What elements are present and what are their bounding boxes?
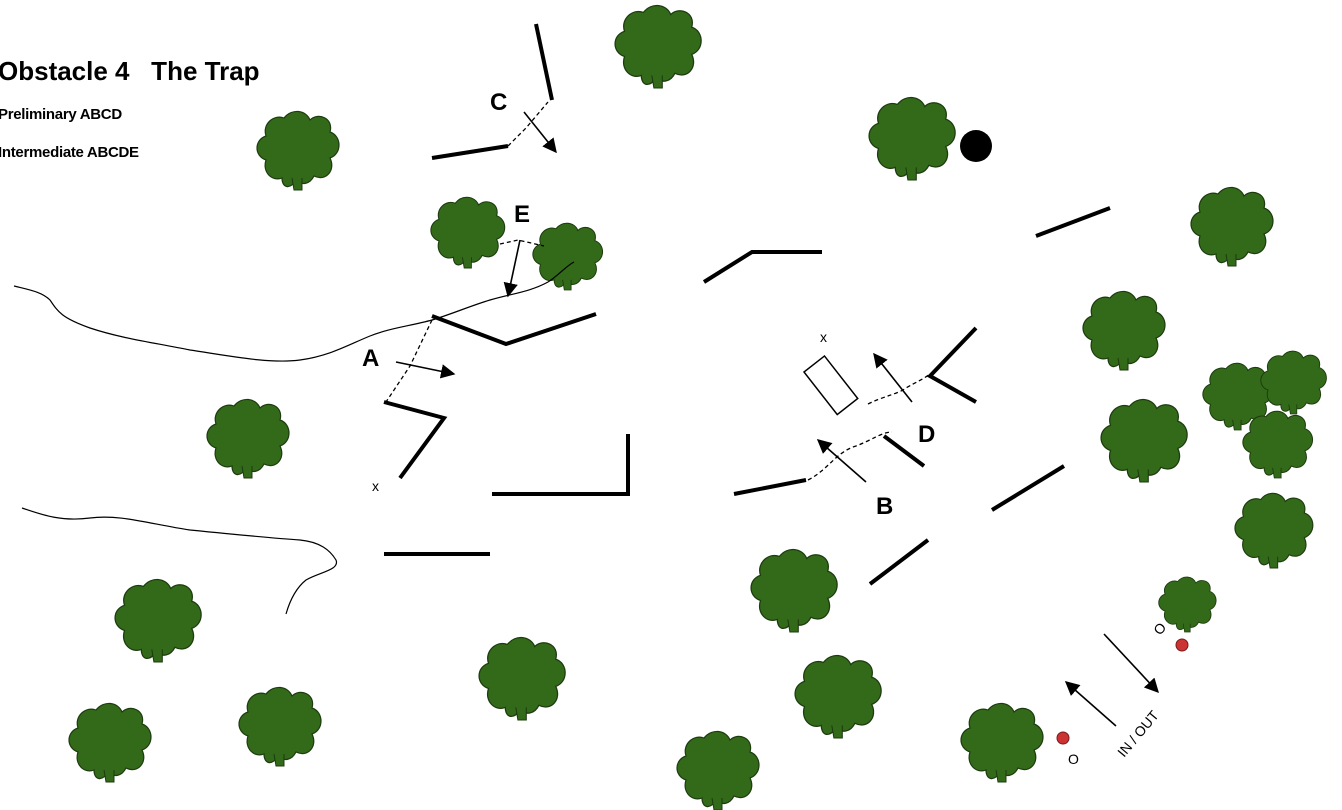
tree-icon [68,702,152,783]
tree-icon [1158,576,1217,633]
start-marker-a: x [372,478,379,494]
tree-icon [868,96,956,181]
level-preliminary: Preliminary ABCD [0,106,122,123]
level-intermediate: Intermediate ABCDE [0,144,139,161]
flag-marker-in: O [1068,751,1079,767]
trees [68,4,1327,810]
diagram-title: Obstacle 4 The Trap [0,56,260,86]
label-e: E [514,201,530,228]
flag-marker-out: O [1150,619,1169,638]
tree-icon [1260,350,1327,415]
arrow-e-icon [503,239,521,298]
arrow-in-icon [1064,681,1117,727]
direction-arrows [395,111,1159,727]
tree-icon [478,636,566,721]
flag-red-icon [1056,731,1070,745]
tree-icon [1234,492,1314,569]
river-bank-lower [21,507,338,615]
tree-icon [238,686,322,767]
tree-icon [430,196,506,269]
tree-icon [256,110,340,191]
label-d: D [918,421,935,448]
flag-red-icon [1175,638,1189,652]
tree-icon [750,548,838,633]
tree-icon [960,702,1044,783]
river-bank-upper [13,261,575,362]
in-out-label: IN / OUT [1114,707,1162,760]
arrow-a-icon [395,361,456,379]
tree-icon [1082,290,1166,371]
tree-icon [676,730,760,810]
arrow-b-icon [816,439,867,483]
label-c: C [490,89,507,116]
tree-icon [206,398,290,479]
start-box [802,354,859,416]
arrow-out-icon [1103,633,1159,694]
tree-icon [1100,398,1188,483]
routes [385,101,931,481]
tree-icon [532,222,604,291]
tree-icon [614,4,702,89]
arrow-d-icon [873,352,913,403]
label-b: B [876,493,893,520]
tree-icon [794,654,882,739]
tree-icon [1190,186,1274,267]
start-marker-d: x [820,329,827,345]
fences [383,23,1111,586]
tree-icon [1242,410,1314,479]
label-a: A [362,345,379,372]
arrow-c-icon [523,111,557,154]
black-marker-icon [960,130,992,162]
tree-icon [114,578,202,663]
